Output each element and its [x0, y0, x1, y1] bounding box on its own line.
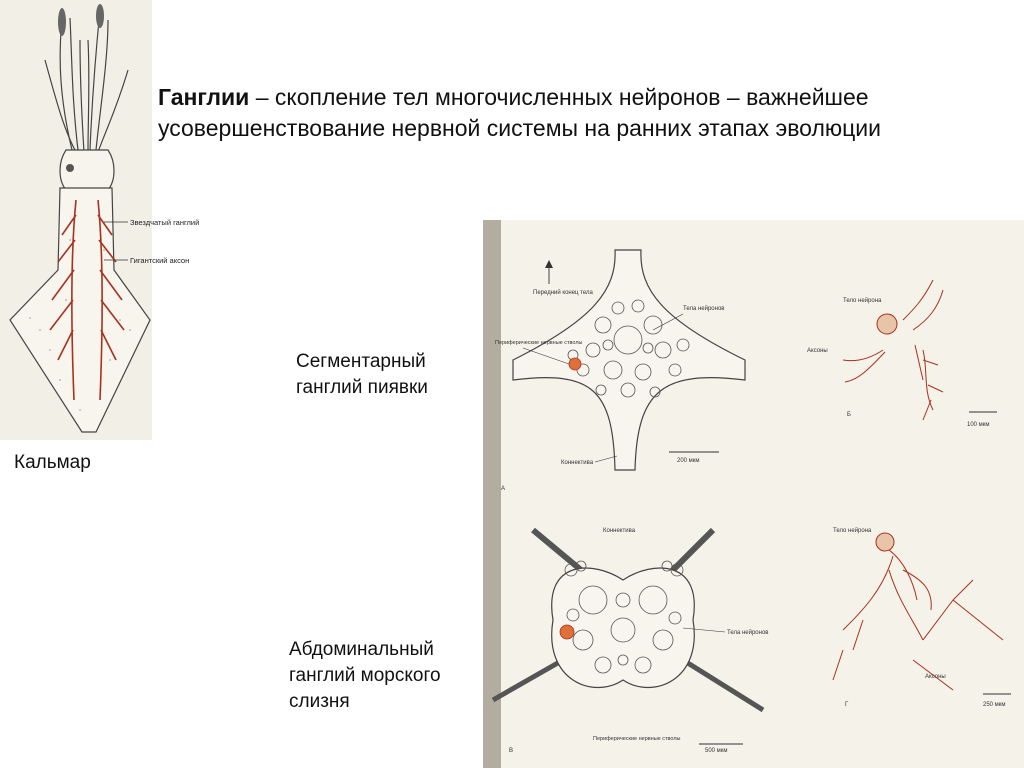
- squid-illustration: Звездчатый ганглий Гигантский аксон: [9, 4, 199, 433]
- panel-a-label-anterior: Передний конец тела: [533, 289, 593, 296]
- panel-a-leech-ganglion: Передний конец тела Тела нейронов Перифе…: [495, 249, 746, 492]
- panel-c-letter: В: [509, 748, 513, 754]
- panel-c-label-connective: Коннектива: [603, 528, 636, 534]
- heading-definition: – скопление тел многочисленных нейронов …: [158, 84, 881, 141]
- panel-d-label-axons: Аксоны: [925, 674, 946, 680]
- squid-mantle: [9, 187, 151, 433]
- panel-c-label-peripheral-trunks: Периферические нервные стволы: [593, 736, 681, 742]
- panel-c-scale-label: 500 мкм: [705, 748, 728, 754]
- panel-d-letter: Г: [845, 702, 849, 708]
- panel-c-sea-slug-ganglion: Коннектива Тела нейронов Периферические …: [491, 527, 768, 754]
- panel-b-label-axons: Аксоны: [807, 348, 828, 354]
- panel-a-scale-label: 200 мкм: [677, 458, 700, 464]
- plate-binding-edge: [483, 220, 501, 768]
- panel-a-label-peripheral-trunks: Периферические нервные стволы: [495, 340, 583, 346]
- sea-slug-highlighted-neuron: [559, 624, 575, 640]
- panel-a-label-neuron-bodies: Тела нейронов: [683, 305, 724, 312]
- panel-d-sea-slug-neuron: Тело нейрона Аксоны 250 мкм Г: [832, 527, 1011, 708]
- panel-b-leech-neuron: Тело нейрона Аксоны 100 мкм Б: [807, 279, 997, 428]
- panel-b-letter: Б: [847, 412, 851, 418]
- ganglia-plate: Передний конец тела Тела нейронов Перифе…: [491, 249, 1011, 754]
- slide-heading: Ганглии – скопление тел многочисленных н…: [158, 82, 998, 144]
- panel-b-scale-label: 100 мкм: [967, 422, 990, 428]
- sea-slug-ganglion-outline: [551, 567, 695, 689]
- caption-leech-ganglion: Сегментарный ганглий пиявки: [296, 351, 428, 398]
- panel-a-label-connective: Коннектива: [561, 460, 594, 466]
- leech-neuron-soma: [876, 313, 898, 335]
- squid-label-giant-axon: Гигантский аксон: [130, 256, 189, 265]
- leech-ganglion-outline: [512, 249, 746, 471]
- caption-sea-slug-ganglion: Абдоминальный ганглий морского слизня: [289, 639, 441, 712]
- panel-d-scale-label: 250 мкм: [983, 702, 1006, 708]
- leech-highlighted-neuron: [568, 357, 582, 371]
- heading-term: Ганглии: [158, 84, 250, 110]
- panel-c-label-neuron-bodies: Тела нейронов: [727, 629, 768, 636]
- squid-label-stellate-ganglion: Звездчатый ганглий: [130, 218, 199, 227]
- caption-squid: Кальмар: [14, 452, 91, 473]
- panel-a-letter: А: [501, 486, 505, 492]
- panel-d-label-neuron-body: Тело нейрона: [833, 527, 872, 534]
- sea-slug-neuron-soma: [875, 532, 895, 552]
- panel-b-label-neuron-body: Тело нейрона: [843, 297, 882, 304]
